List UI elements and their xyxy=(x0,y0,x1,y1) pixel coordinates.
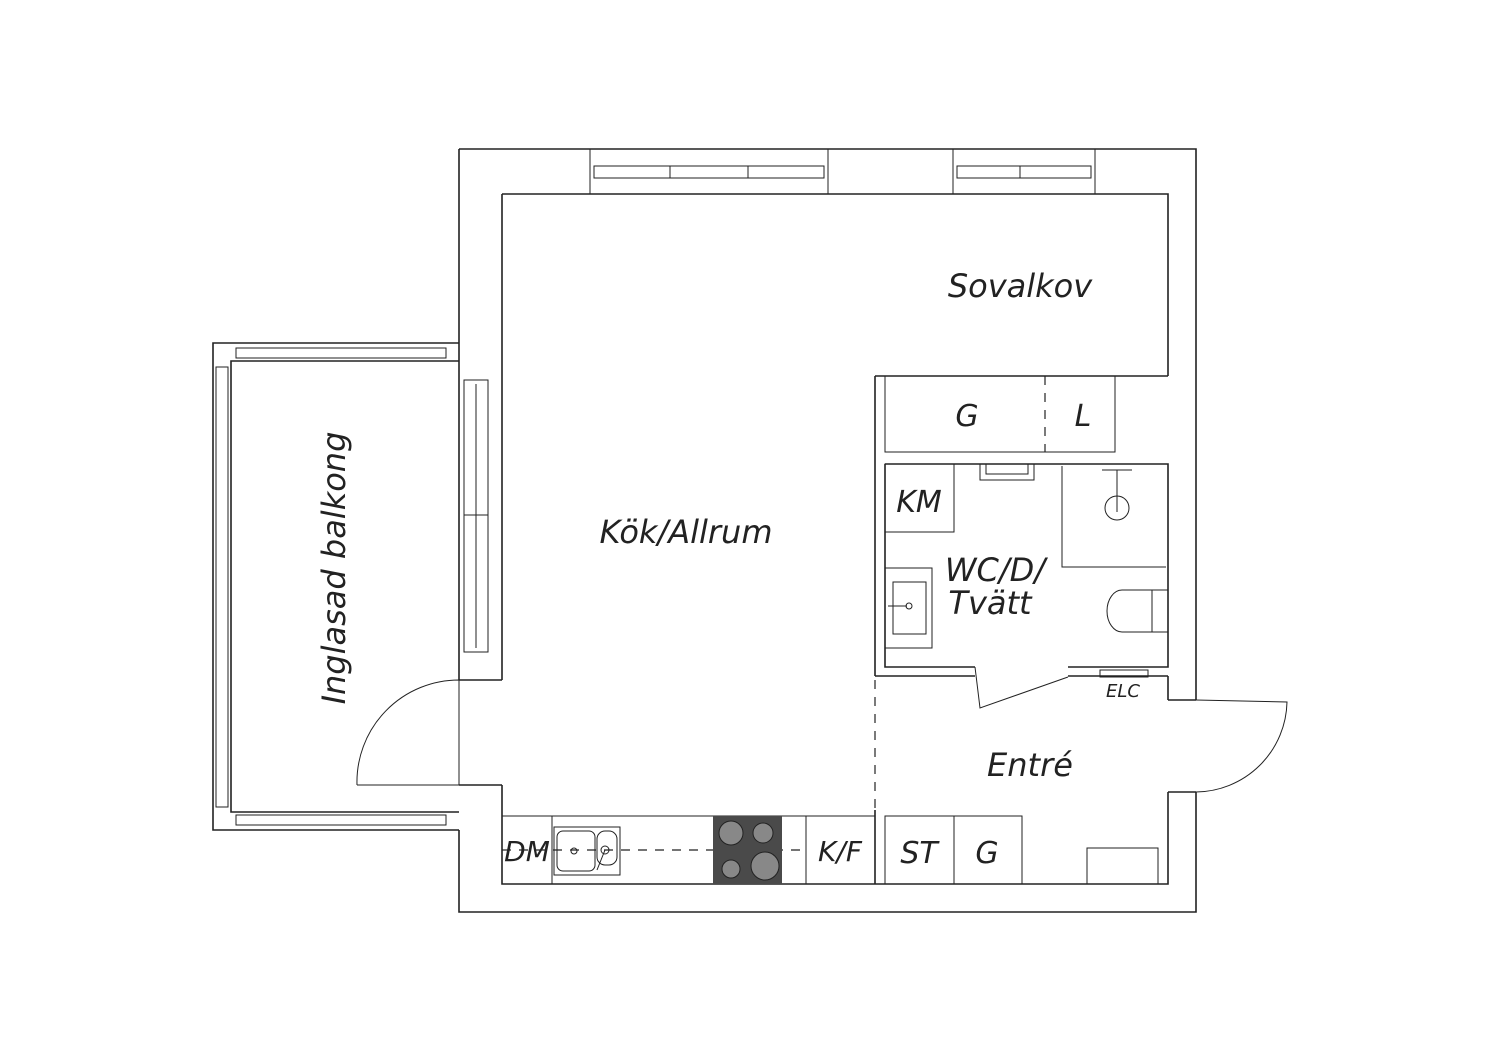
st-label: ST xyxy=(900,836,940,871)
dm-label: DM xyxy=(504,835,550,868)
entry-g-label: G xyxy=(975,836,998,871)
room-label-wc-line1: WC/D/ xyxy=(945,551,1048,589)
closet-g-label: G xyxy=(955,399,978,434)
entry-storage: ST G xyxy=(884,815,1159,885)
balcony-door[interactable] xyxy=(356,679,460,786)
elc-label: ELC xyxy=(1106,681,1140,702)
room-label-wc-line2: Tvätt xyxy=(948,584,1033,622)
room-label-kok-allrum: Kök/Allrum xyxy=(599,513,772,551)
closet-g-l: G L xyxy=(884,375,1116,453)
closet-l-label: L xyxy=(1075,399,1092,434)
kitchen-counter: DM K/F xyxy=(501,815,876,885)
room-label-balkong: Inglasad balkong xyxy=(315,432,353,705)
kf-label: K/F xyxy=(818,835,863,868)
room-label-entre: Entré xyxy=(987,746,1073,784)
hob-icon xyxy=(713,816,782,884)
top-windows xyxy=(589,148,1096,195)
bathroom-fixtures: KM ELC xyxy=(884,463,1169,702)
km-label: KM xyxy=(896,485,942,520)
room-label-sovalkov: Sovalkov xyxy=(948,267,1093,305)
entry-door[interactable] xyxy=(1195,699,1288,793)
balcony xyxy=(212,342,489,831)
exterior-walls xyxy=(458,148,1197,913)
